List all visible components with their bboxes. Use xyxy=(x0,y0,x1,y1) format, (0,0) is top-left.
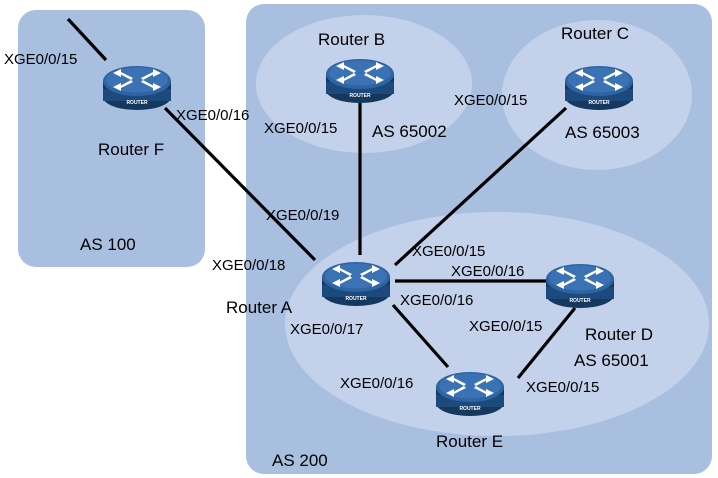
iface-e-to-d: XGE0/0/15 xyxy=(526,379,599,396)
link-a-e xyxy=(391,303,450,369)
router-e-name: Router E xyxy=(436,432,503,451)
link-c-a xyxy=(393,106,568,267)
links xyxy=(66,17,577,380)
router-b-name: Router B xyxy=(318,30,385,49)
as65001-label: AS 65001 xyxy=(574,351,649,370)
link-f-uplink xyxy=(66,17,108,62)
iface-e-to-a: XGE0/0/16 xyxy=(340,375,413,392)
router-icon-label: ROUTER xyxy=(459,406,481,412)
router-icon-label: ROUTER xyxy=(569,298,591,304)
iface-a-to-f: XGE0/0/18 xyxy=(212,257,285,274)
iface-a-to-b: XGE0/0/19 xyxy=(266,207,339,224)
iface-f-uplink: XGE0/0/15 xyxy=(4,51,77,68)
link-f-a xyxy=(163,106,317,262)
router-a-name: Router A xyxy=(226,298,293,317)
iface-c-to-a: XGE0/0/15 xyxy=(454,92,527,109)
router-a[interactable]: ROUTER xyxy=(322,262,390,306)
iface-a-to-d: XGE0/0/16 xyxy=(400,292,473,309)
as100-region xyxy=(18,10,205,267)
router-c-name: Router C xyxy=(561,24,629,43)
iface-d-to-a: XGE0/0/16 xyxy=(451,263,524,280)
iface-d-to-e: XGE0/0/15 xyxy=(469,318,542,335)
iface-b-to-a: XGE0/0/15 xyxy=(264,120,337,137)
router-icon-label: ROUTER xyxy=(126,100,148,106)
router-d[interactable]: ROUTER xyxy=(546,264,614,308)
router-f-name: Router F xyxy=(98,140,164,159)
router-icon-label: ROUTER xyxy=(588,100,610,106)
as65002-label: AS 65002 xyxy=(372,122,447,141)
router-icon-label: ROUTER xyxy=(345,296,367,302)
router-f[interactable]: ROUTER xyxy=(103,66,171,110)
as65003-label: AS 65003 xyxy=(565,123,640,142)
link-d-e xyxy=(516,306,577,380)
router-c[interactable]: ROUTER xyxy=(565,66,633,110)
router-e[interactable]: ROUTER xyxy=(436,372,504,416)
router-b[interactable]: ROUTER xyxy=(326,59,394,103)
as100-label: AS 100 xyxy=(80,235,136,254)
iface-a-to-c: XGE0/0/15 xyxy=(412,243,485,260)
router-d-name: Router D xyxy=(585,325,653,344)
iface-f-to-a: XGE0/0/16 xyxy=(176,107,249,124)
iface-a-to-e: XGE0/0/17 xyxy=(290,321,363,338)
router-icon-label: ROUTER xyxy=(349,93,371,99)
as200-label: AS 200 xyxy=(272,451,328,470)
